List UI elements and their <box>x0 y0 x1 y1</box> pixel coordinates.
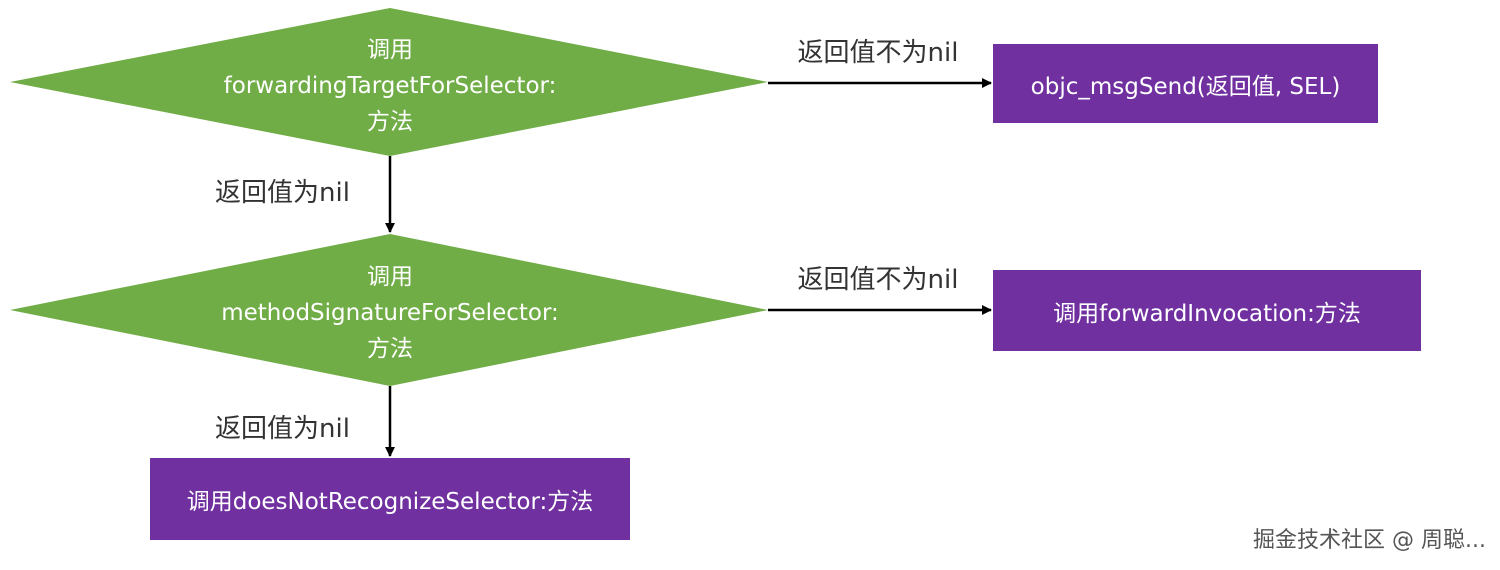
decision-forwarding-target: 调用 forwardingTargetForSelector: 方法 <box>10 8 768 156</box>
decision-1-line2: forwardingTargetForSelector: <box>224 73 557 99</box>
edge-label-not-nil-1: 返回值不为nil <box>798 38 959 68</box>
process-objc-msgsend-label: objc_msgSend(返回值, SEL) <box>1030 73 1341 100</box>
decision-1-line3: 方法 <box>367 109 413 135</box>
edge-label-not-nil-2: 返回值不为nil <box>798 265 959 295</box>
edge-label-nil-1: 返回值为nil <box>215 178 350 208</box>
decision-method-signature: 调用 methodSignatureForSelector: 方法 <box>10 234 768 386</box>
decision-diamond-1 <box>10 8 768 156</box>
decision-2-line1: 调用 <box>367 264 413 290</box>
watermark: 掘金技术社区 @ 周聪... <box>1253 528 1486 553</box>
process-forward-invocation: 调用forwardInvocation:方法 <box>993 270 1421 351</box>
edge-label-nil-2: 返回值为nil <box>215 414 350 444</box>
decision-diamond-2 <box>10 234 768 386</box>
decision-1-line1: 调用 <box>367 37 413 63</box>
process-does-not-recognize-selector: 调用doesNotRecognizeSelector:方法 <box>150 458 630 540</box>
decision-2-line2: methodSignatureForSelector: <box>221 300 559 326</box>
process-objc-msgsend: objc_msgSend(返回值, SEL) <box>993 44 1378 123</box>
process-forward-invocation-label: 调用forwardInvocation:方法 <box>1053 300 1361 327</box>
decision-2-line3: 方法 <box>367 336 413 362</box>
process-does-not-recognize-selector-label: 调用doesNotRecognizeSelector:方法 <box>186 489 594 515</box>
